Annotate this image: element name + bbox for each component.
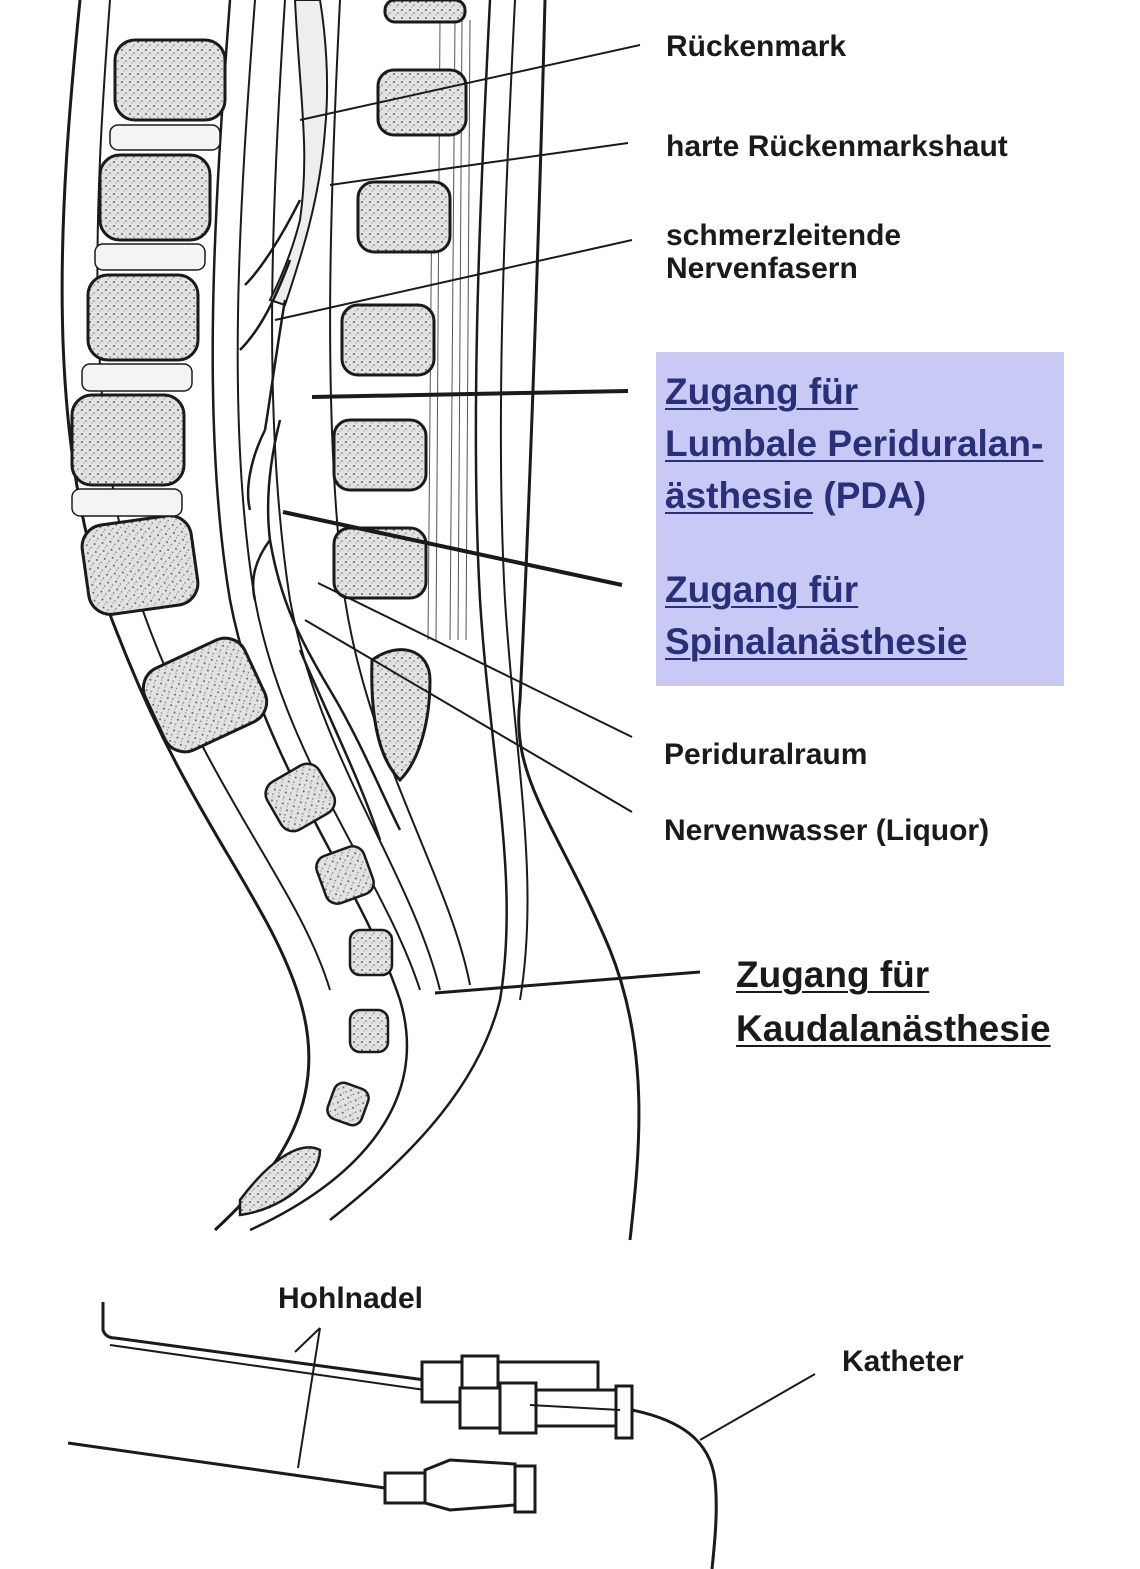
spinal-canal-line-2: [236, 0, 421, 991]
label-zugang-pda-3[interactable]: ästhesie (PDA): [665, 475, 927, 516]
label-zugang-kaudal-2: Kaudalanästhesie: [736, 1008, 1051, 1049]
catheter-tube: [631, 1408, 718, 1569]
label-schmerzleitende: schmerzleitende: [666, 219, 902, 252]
label-harte-rueckenmarkshaut: harte Rückenmarkshaut: [666, 130, 1008, 163]
leader-schmerz: [274, 239, 633, 321]
dura-line-2: [329, 0, 471, 986]
label-zugang-spinal-2[interactable]: Spinalanästhesie: [665, 621, 968, 662]
leader-kaudal: [434, 970, 701, 995]
skin-contour: [517, 0, 641, 1241]
vertebral-bodies: [70, 38, 269, 754]
leader-rueckenmark: [299, 44, 641, 121]
spinous-processes: [332, 0, 468, 783]
canal-back-line-1: [329, 0, 508, 1221]
leader-lines: [274, 44, 701, 995]
leader-periduralraum: [317, 582, 633, 738]
label-nervenfasern: Nervenfasern: [666, 252, 858, 285]
leader-katheter: [699, 1373, 816, 1441]
label-zugang-pda-2[interactable]: Lumbale Periduralan-: [665, 423, 1044, 464]
leader-hohlnadel: [294, 1327, 321, 1469]
sacrum-segments: [238, 762, 394, 1217]
back-contour: [60, 0, 311, 1232]
needle-with-catheter: [101, 1302, 634, 1440]
intervertebral-discs: [71, 124, 221, 517]
label-zugang-kaudal-1: Zugang für: [736, 954, 930, 995]
label-periduralraum: Periduralraum: [664, 738, 868, 771]
dura-line-1: [271, 0, 441, 991]
pda-abbrev: (PDA): [823, 475, 927, 516]
spinal-canal-outer: [211, 0, 409, 1232]
hollow-needle: [67, 1441, 537, 1514]
label-zugang-spinal-1[interactable]: Zugang für: [665, 569, 859, 610]
label-nervenwasser: Nervenwasser (Liquor): [664, 814, 990, 847]
label-zugang-pda-1[interactable]: Zugang für: [665, 371, 859, 412]
leader-harte-haut: [329, 142, 629, 186]
nerve-fibres: [239, 199, 402, 841]
leader-nervenwasser: [304, 619, 633, 813]
label-hohlnadel: Hohlnadel: [278, 1282, 424, 1315]
spinal-cord: [268, 0, 329, 307]
label-rueckenmark: Rückenmark: [666, 30, 847, 63]
canal-back-line-2: [499, 0, 529, 1001]
highlight-box: [656, 352, 1064, 686]
leader-spinal: [282, 510, 623, 587]
label-katheter: Katheter: [842, 1345, 964, 1378]
leader-pda: [311, 389, 629, 399]
